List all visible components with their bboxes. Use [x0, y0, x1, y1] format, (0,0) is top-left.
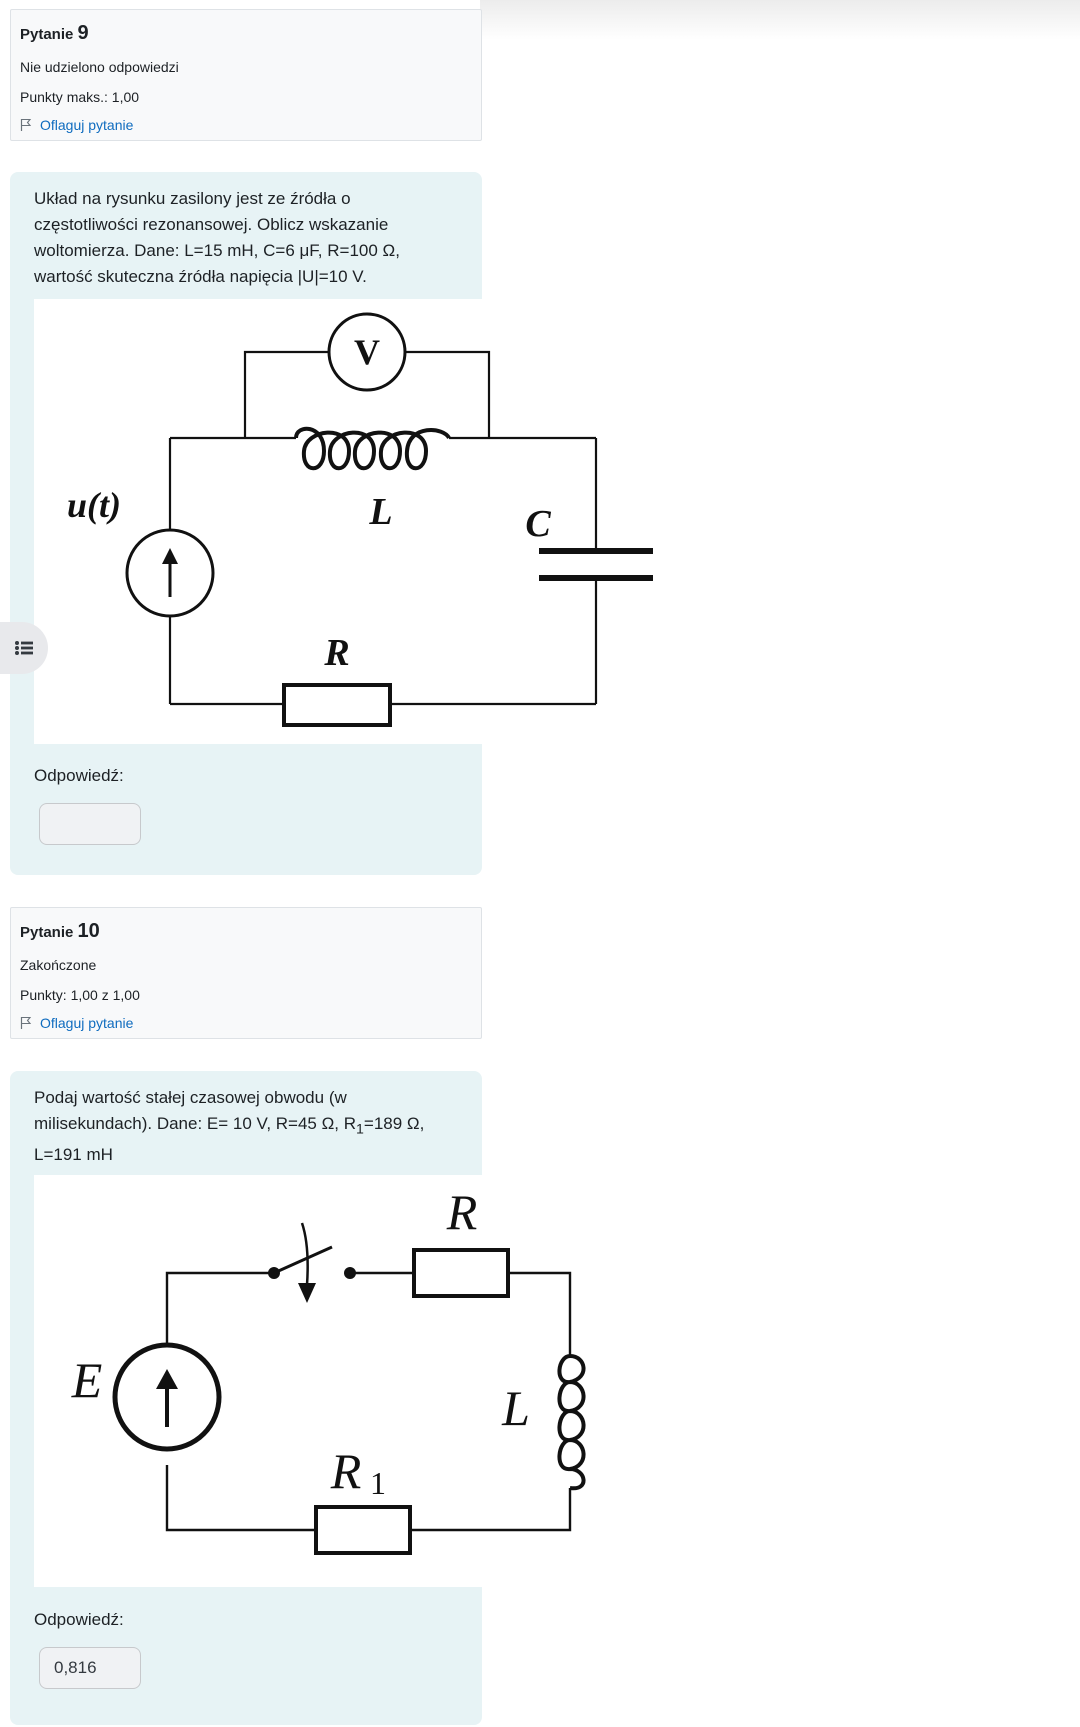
resistor1-subscript: 1: [370, 1465, 386, 1501]
question-number: 10: [77, 920, 100, 942]
flag-label: Oflaguj pytanie: [40, 1015, 134, 1031]
capacitor-icon: [539, 548, 653, 581]
flag-label: Oflaguj pytanie: [40, 117, 134, 133]
resistor-label: R: [446, 1184, 478, 1240]
question-text: Podaj wartość stałej czasowej obwodu (w …: [34, 1085, 454, 1168]
answer-label: Odpowiedź:: [34, 1610, 124, 1629]
question-title: Pytanie 9: [20, 22, 481, 45]
voltmeter-label: V: [354, 332, 380, 372]
top-shadow: [480, 0, 1080, 40]
question-points: Punkty maks.: 1,00: [20, 89, 140, 105]
question-info-10: Pytanie 10 Zakończone Punkty: 1,00 z 1,0…: [10, 907, 482, 1039]
circuit-diagram-1: V L u(t) C R: [34, 299, 653, 744]
question-status: Zakończone: [20, 957, 97, 973]
resistor1-icon: [314, 1505, 412, 1555]
question-content-10: Podaj wartość stałej czasowej obwodu (w …: [10, 1071, 586, 1725]
question-number: 9: [77, 22, 89, 44]
circuit-diagram-2: R E L R 1: [34, 1175, 586, 1587]
question-content-9: Układ na rysunku zasilony jest ze źródła…: [10, 172, 653, 875]
question-text-subscript: 1: [356, 1121, 364, 1138]
voltmeter-icon: [327, 312, 407, 392]
inductor-icon: [557, 1354, 586, 1491]
flag-icon: [20, 118, 32, 131]
question-label: Pytanie: [20, 924, 74, 941]
question-info-9: Pytanie 9 Nie udzielono odpowiedzi Punkt…: [10, 9, 482, 141]
switch-icon: [268, 1222, 356, 1303]
list-icon: [15, 641, 33, 655]
circuit-svg-2: R E L R 1: [71, 1184, 586, 1555]
resistor1-label: R: [330, 1443, 362, 1499]
flag-icon: [20, 1016, 32, 1029]
circuit-svg-1: V L u(t) C R: [67, 312, 653, 727]
resistor-icon: [412, 1248, 510, 1298]
question-text-part: Podaj wartość stałej czasowej obwodu (w …: [34, 1088, 357, 1133]
question-text: Układ na rysunku zasilony jest ze źródła…: [34, 189, 400, 286]
inductor-label: L: [501, 1380, 530, 1436]
quiz-navigation-button[interactable]: [0, 622, 48, 674]
capacitor-label: C: [525, 503, 551, 545]
inductor-label: L: [368, 491, 392, 533]
inductor-icon: [294, 426, 451, 471]
answer-input[interactable]: [39, 803, 141, 845]
question-title: Pytanie 10: [20, 920, 481, 943]
answer-input[interactable]: [39, 1647, 141, 1689]
flag-question-link[interactable]: Oflaguj pytanie: [20, 1015, 481, 1031]
question-status: Nie udzielono odpowiedzi: [20, 59, 179, 75]
source-label: u(t): [67, 485, 121, 525]
resistor-icon: [282, 683, 392, 727]
question-points: Punkty: 1,00 z 1,00: [20, 987, 140, 1003]
source-label: E: [71, 1352, 103, 1408]
question-label: Pytanie: [20, 26, 74, 43]
resistor-label: R: [323, 632, 349, 674]
answer-label: Odpowiedź:: [34, 766, 124, 785]
flag-question-link[interactable]: Oflaguj pytanie: [20, 117, 481, 133]
question-text-part: =189 Ω, L=191 mH: [34, 1114, 425, 1165]
